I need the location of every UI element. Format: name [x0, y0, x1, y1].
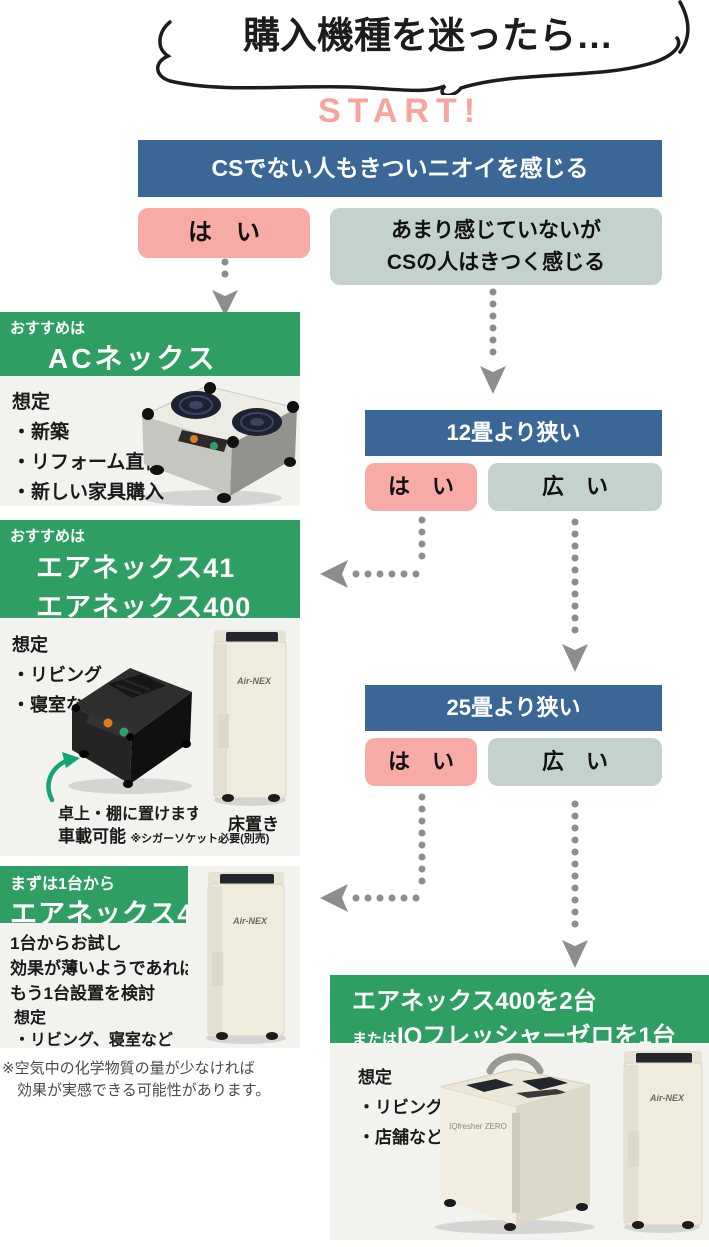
answer-q2-yes: は い — [365, 463, 477, 511]
answer-q1-yes: は い — [138, 208, 310, 258]
card-acnex-item: ・新しい家具購入 — [12, 482, 165, 503]
card-airnex-title2: エアネックス400 — [36, 592, 252, 622]
card-airnex-caption2-note: ※シガーソケット必要(別売) — [130, 833, 270, 845]
airnex400-product-image-3: Air-NEX — [623, 1051, 703, 1233]
answer-q3-yes: は い — [365, 738, 477, 786]
dotted-arrow-q1yes — [212, 258, 238, 316]
speech-bubble-outline-right — [678, 0, 690, 54]
footnote: ※空気中の化学物質の量が少なければ 効果が実感できる可能性があります。 — [2, 1058, 270, 1102]
question-1: CSでない人もきついニオイを感じる — [138, 140, 662, 197]
answer-q2-no: 広 い — [488, 463, 662, 511]
footnote-line1: ※空気中の化学物質の量が少なければ — [2, 1060, 255, 1077]
start-label: START! — [317, 92, 483, 130]
card-airnex-eyebrow: おすすめは — [10, 528, 86, 545]
question-3: 25畳より狭い — [365, 685, 662, 731]
dotted-arrow-q2yes — [320, 516, 426, 588]
card-one-unit-eyebrow: まずは1台から — [10, 876, 115, 893]
card-one-unit-line: 効果が薄いようであれば — [10, 959, 197, 978]
card-acnex-item: ・リフォーム直後 — [12, 452, 164, 473]
answer-q1-no-line1: あまり感じていないが — [391, 219, 601, 242]
card-airnex-caption2: 車載可能 — [58, 827, 126, 846]
iqfresher-logo-text: IQfresher ZERO — [449, 1122, 507, 1131]
card-acnex-title: ACネックス — [48, 343, 218, 374]
speech-bubble-outline — [156, 20, 681, 95]
card-one-unit-line: もう1台設置を検討 — [10, 984, 155, 1003]
answer-q1-no: あまり感じていないが CSの人はきつく感じる — [330, 208, 662, 285]
answer-q3-no: 広 い — [488, 738, 662, 786]
card-airnex-header: おすすめは エアネックス41 エアネックス400 — [0, 520, 300, 622]
dotted-arrow-q3yes — [320, 793, 426, 912]
card-two-units-title1: エアネックス400を2台 — [352, 988, 597, 1015]
speech-bubble-text: 購入機種を迷ったら… — [243, 15, 613, 56]
card-two-units-item: ・店舗など — [358, 1128, 443, 1147]
question-2: 12畳より狭い — [365, 410, 662, 456]
card-acnex-eyebrow: おすすめは — [10, 320, 86, 337]
dotted-arrow-q2no — [562, 518, 588, 672]
card-two-units-item: ・リビング — [358, 1098, 443, 1117]
card-acnex-item: ・新築 — [12, 422, 70, 443]
card-two-units-header: エアネックス400を2台 またはIQフレッシャーゼロを1台 — [330, 975, 709, 1050]
dotted-arrow-q1no — [480, 288, 506, 394]
card-acnex-header: おすすめは ACネックス — [0, 312, 300, 376]
airnex400-product-image: Air-NEX — [198, 622, 298, 810]
speech-bubble: 購入機種を迷ったら… — [156, 0, 690, 95]
card-one-unit-note-title: 想定 — [14, 1010, 47, 1027]
card-one-unit-item: ・リビング、寝室など — [14, 1032, 173, 1049]
dotted-arrow-q3no — [562, 800, 588, 968]
card-airnex-floor-label: 床置き — [228, 815, 279, 834]
airnex400-logo-text: Air-NEX — [649, 1093, 685, 1103]
iqfresher-product-image: IQfresher ZERO — [435, 1053, 595, 1234]
answer-q1-no-line2: CSの人はきつく感じる — [386, 250, 606, 274]
card-one-unit-line: 1台からお試し — [10, 934, 122, 953]
acnex-product-image — [140, 382, 299, 506]
card-airnex-note-title: 想定 — [12, 635, 48, 655]
card-airnex-item: ・リビング — [12, 665, 102, 685]
card-airnex-caption1: 卓上・棚に置けます — [58, 806, 203, 823]
footnote-line2: 効果が実感できる可能性があります。 — [17, 1081, 271, 1099]
airnex400-logo-text: Air-NEX — [232, 916, 268, 926]
green-curved-arrow-icon — [46, 752, 80, 803]
card-two-units-note-title: 想定 — [358, 1068, 392, 1087]
card-airnex-title1: エアネックス41 — [36, 553, 236, 583]
airnex400-logo-text: Air-NEX — [236, 676, 272, 686]
airnex400-product-image-2: Air-NEX — [188, 866, 300, 1048]
card-acnex-note-title: 想定 — [12, 392, 51, 413]
airnex41-product-image — [68, 668, 192, 794]
